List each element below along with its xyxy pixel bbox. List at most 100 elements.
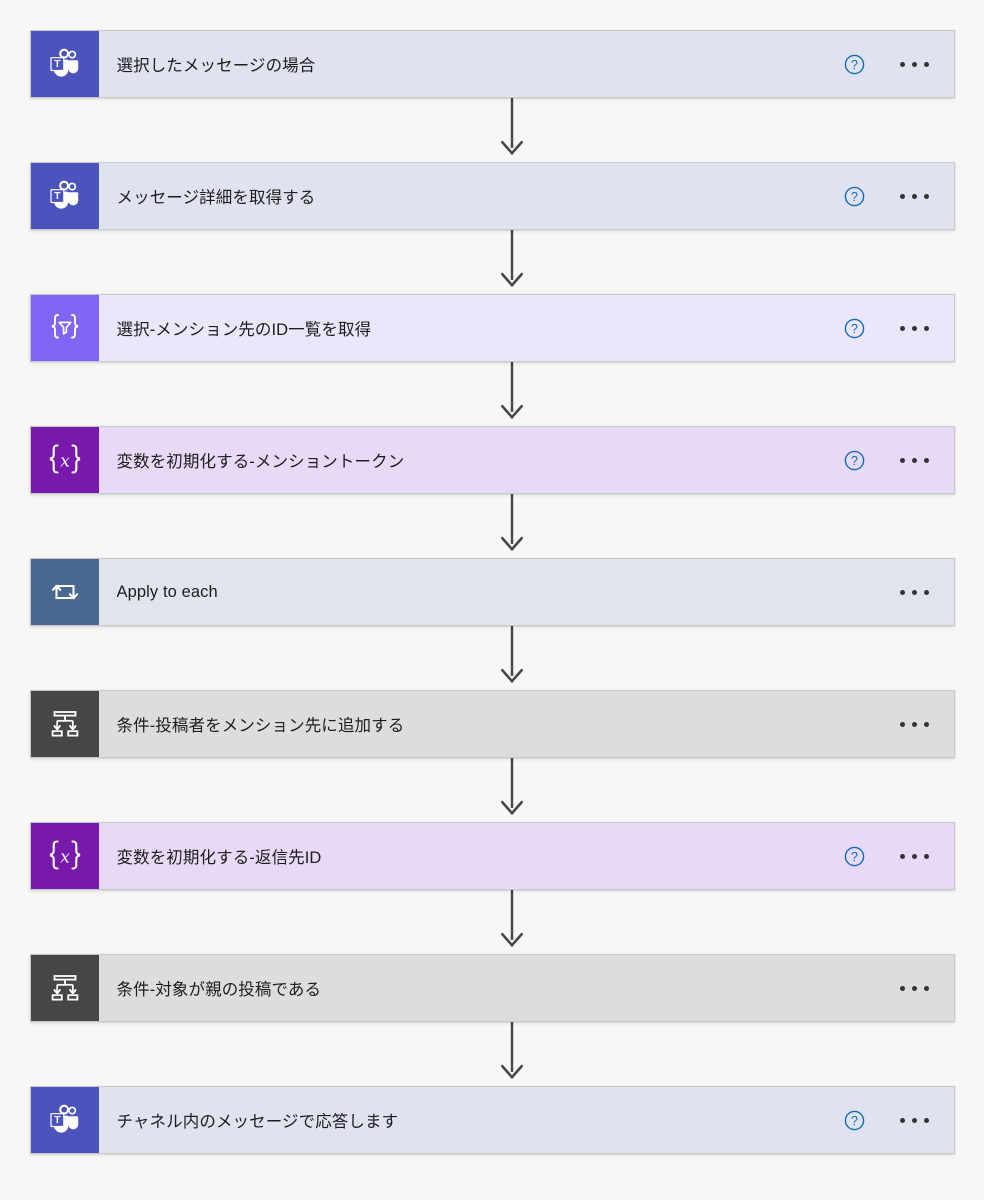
flow-connector <box>30 230 955 294</box>
step-icon-microsoft-teams-icon: T <box>30 163 99 229</box>
select-braces-filter-icon <box>51 314 78 339</box>
step-title: 条件-対象が親の投稿である <box>116 981 322 999</box>
connector-arrow <box>30 626 955 690</box>
help-icon-placeholder <box>844 581 866 603</box>
ellipsis-dot <box>900 589 905 595</box>
step-actions <box>844 691 954 757</box>
help-icon-placeholder <box>844 713 866 735</box>
help-icon[interactable]: ? <box>844 317 866 339</box>
help-icon[interactable]: ? <box>844 185 866 207</box>
down-arrow-icon <box>500 98 523 156</box>
step-title: メッセージ詳細を取得する <box>116 189 316 207</box>
svg-text:x: x <box>60 848 70 868</box>
step-body: 選択したメッセージの場合 <box>99 31 844 97</box>
step-actions: ? <box>844 427 954 493</box>
step-icon-apply-to-each-loop-icon <box>30 559 99 625</box>
down-arrow-icon <box>500 890 523 948</box>
step-title: 変数を初期化する-メンショントークン <box>116 453 405 471</box>
flow-connector <box>30 758 955 822</box>
step-actions: ? <box>844 31 954 97</box>
ellipsis-dot <box>900 193 905 199</box>
ellipsis-dot <box>912 589 917 595</box>
step-actions: ? <box>844 1087 954 1153</box>
ellipsis-dot <box>924 457 929 463</box>
ellipsis-icon[interactable] <box>898 185 932 207</box>
connector-arrow <box>30 494 955 558</box>
variable-braces-x-icon: x <box>49 444 80 474</box>
ellipsis-icon[interactable] <box>898 977 932 999</box>
help-icon[interactable]: ? <box>844 845 866 867</box>
flow-step-card[interactable]: 条件-対象が親の投稿である <box>29 954 955 1022</box>
ellipsis-dot <box>900 853 905 859</box>
svg-text:T: T <box>54 59 61 70</box>
step-actions: ? <box>844 823 954 889</box>
ellipsis-dot <box>900 721 905 727</box>
svg-text:?: ? <box>851 850 858 864</box>
down-arrow-icon <box>500 626 523 684</box>
flow-connector <box>30 362 955 426</box>
ellipsis-dot <box>912 853 917 859</box>
step-icon-condition-branch-icon <box>30 955 99 1021</box>
ellipsis-dot <box>900 1117 905 1123</box>
ellipsis-icon[interactable] <box>898 581 932 603</box>
flow-step-card[interactable]: 選択-メンション先のID一覧を取得 ? <box>29 294 955 362</box>
svg-text:?: ? <box>851 454 858 468</box>
ellipsis-dot <box>912 325 917 331</box>
help-icon[interactable]: ? <box>844 449 866 471</box>
microsoft-teams-icon: T <box>49 1104 78 1133</box>
flow-step-card[interactable]: T 選択したメッセージの場合 ? <box>29 30 955 98</box>
step-title: 変数を初期化する-返信先ID <box>116 849 322 867</box>
ellipsis-dot <box>912 721 917 727</box>
ellipsis-icon[interactable] <box>898 449 932 471</box>
ellipsis-dot <box>924 193 929 199</box>
ellipsis-dot <box>900 325 905 331</box>
flow-connector <box>30 98 955 162</box>
ellipsis-icon[interactable] <box>898 53 932 75</box>
svg-text:?: ? <box>851 322 858 336</box>
ellipsis-dot <box>924 325 929 331</box>
connector-arrow <box>30 230 955 294</box>
ellipsis-icon[interactable] <box>898 1109 932 1131</box>
ellipsis-dot <box>912 193 917 199</box>
ellipsis-icon[interactable] <box>898 713 932 735</box>
step-icon-variable-braces-x-icon: x <box>30 427 99 493</box>
microsoft-teams-icon: T <box>49 48 78 77</box>
ellipsis-dot <box>924 61 929 67</box>
step-icon-variable-braces-x-icon: x <box>30 823 99 889</box>
svg-text:T: T <box>54 191 61 202</box>
help-icon[interactable]: ? <box>844 1109 866 1131</box>
step-body: 変数を初期化する-メンショントークン <box>99 427 844 493</box>
flow-step-card[interactable]: x 変数を初期化する-返信先ID ? <box>29 822 955 890</box>
ellipsis-dot <box>900 985 905 991</box>
step-body: 選択-メンション先のID一覧を取得 <box>99 295 844 361</box>
svg-text:?: ? <box>851 58 858 72</box>
svg-text:?: ? <box>851 190 858 204</box>
condition-branch-icon <box>51 975 78 1001</box>
step-body: 条件-対象が親の投稿である <box>99 955 844 1021</box>
step-title: 選択したメッセージの場合 <box>116 57 316 75</box>
variable-braces-x-icon: x <box>49 840 80 870</box>
step-body: チャネル内のメッセージで応答します <box>99 1087 844 1153</box>
ellipsis-dot <box>924 1117 929 1123</box>
flow-step-card[interactable]: x 変数を初期化する-メンショントークン ? <box>29 426 955 494</box>
svg-text:T: T <box>54 1115 61 1126</box>
flow-step-card[interactable]: T メッセージ詳細を取得する ? <box>29 162 955 230</box>
apply-to-each-loop-icon <box>51 584 78 600</box>
flow-step-card[interactable]: Apply to each <box>29 558 955 626</box>
flow-connector <box>30 626 955 690</box>
flow-step-card[interactable]: T チャネル内のメッセージで応答します ? <box>29 1086 955 1154</box>
connector-arrow <box>30 362 955 426</box>
flow-step-card[interactable]: 条件-投稿者をメンション先に追加する <box>29 690 955 758</box>
step-actions <box>844 559 954 625</box>
step-icon-microsoft-teams-icon: T <box>30 31 99 97</box>
ellipsis-dot <box>912 985 917 991</box>
ellipsis-dot <box>924 721 929 727</box>
ellipsis-icon[interactable] <box>898 845 932 867</box>
step-title: 選択-メンション先のID一覧を取得 <box>116 321 372 339</box>
help-icon[interactable]: ? <box>844 53 866 75</box>
ellipsis-icon[interactable] <box>898 317 932 339</box>
connector-arrow <box>30 758 955 822</box>
down-arrow-icon <box>500 758 523 816</box>
help-icon-placeholder <box>844 977 866 999</box>
ellipsis-dot <box>912 457 917 463</box>
